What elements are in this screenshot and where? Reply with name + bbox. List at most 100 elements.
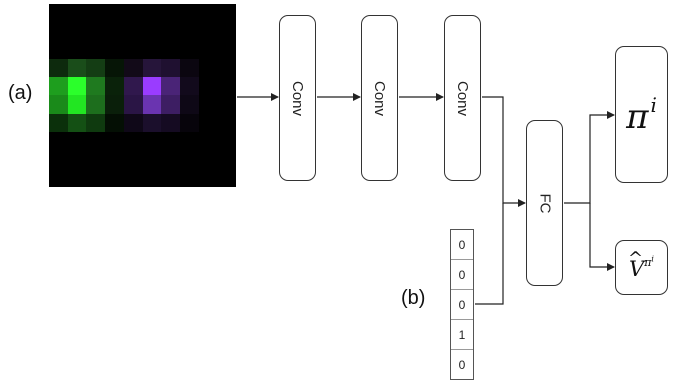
pixel-cell — [86, 58, 106, 78]
pixel-cell — [49, 150, 68, 169]
pixel-cell — [49, 40, 68, 59]
pixel-cell — [142, 132, 162, 151]
conv-layer-1: Conv — [279, 15, 316, 181]
pixel-cell — [105, 95, 124, 114]
pixel-cell — [161, 132, 180, 151]
pixel-cell — [86, 113, 106, 133]
pixel-cell — [142, 58, 162, 78]
vector-cell: 0 — [451, 290, 473, 320]
arrow-vector-to-fc — [475, 203, 504, 305]
pixel-cell — [123, 95, 143, 114]
pixel-cell — [105, 40, 124, 59]
conv-layer-1-label: Conv — [289, 80, 306, 116]
pixel-cell — [67, 22, 87, 41]
pixel-cell — [105, 132, 124, 151]
pixel-cell — [179, 22, 199, 41]
pixel-cell — [217, 150, 236, 169]
pixel-cell — [105, 150, 124, 169]
pixel-cell — [217, 168, 236, 187]
pixel-cell — [123, 4, 143, 23]
pixel-cell — [67, 4, 87, 23]
vector-cell: 1 — [451, 320, 473, 350]
pixel-cell — [161, 40, 180, 59]
pixel-cell — [123, 132, 143, 151]
pixel-cell — [105, 113, 124, 133]
observation-image — [49, 4, 236, 187]
pixel-cell — [198, 4, 218, 23]
pixel-cell — [161, 95, 180, 114]
pixel-cell — [217, 40, 236, 59]
pixel-cell — [142, 113, 162, 133]
label-a: (a) — [8, 82, 33, 104]
pixel-cell — [179, 168, 199, 187]
pixel-cell — [123, 150, 143, 169]
pixel-cell — [49, 77, 68, 96]
pixel-cell — [217, 113, 236, 133]
pixel-cell — [67, 77, 87, 96]
pixel-cell — [67, 40, 87, 59]
pixel-cell — [179, 132, 199, 151]
pixel-cell — [161, 168, 180, 187]
pixel-cell — [123, 168, 143, 187]
pixel-cell — [217, 132, 236, 151]
vector-cell: 0 — [458, 357, 466, 372]
pixel-cell — [217, 77, 236, 96]
pixel-cell — [198, 150, 218, 169]
vector-cell: 0 — [451, 230, 473, 260]
value-output: ^Vπi — [615, 240, 668, 295]
pixel-cell — [123, 113, 143, 133]
conv-layer-2-label: Conv — [371, 80, 388, 116]
vector-cell: 0 — [451, 260, 473, 290]
pixel-cell — [86, 95, 106, 114]
pixel-cell — [179, 40, 199, 59]
pixel-cell — [86, 150, 106, 169]
pixel-cell — [161, 77, 180, 96]
fc-layer-label: FC — [536, 193, 553, 213]
pixel-cell — [198, 22, 218, 41]
pixel-cell — [142, 168, 162, 187]
pixel-cell — [142, 150, 162, 169]
pixel-cell — [179, 58, 199, 78]
arrow-fc-to-value — [589, 203, 615, 271]
fc-layer: FC — [526, 120, 563, 286]
pixel-cell — [49, 95, 68, 114]
pixel-cell — [142, 95, 162, 114]
pixel-cell — [198, 132, 218, 151]
pixel-cell — [49, 4, 68, 23]
pixel-cell — [86, 168, 106, 187]
pixel-cell — [67, 150, 87, 169]
pixel-cell — [105, 22, 124, 41]
pixel-cell — [123, 77, 143, 96]
pixel-cell — [105, 58, 124, 78]
pixel-cell — [86, 22, 106, 41]
pixel-cell — [217, 22, 236, 41]
conv-layer-3-label: Conv — [454, 80, 471, 116]
pixel-cell — [179, 113, 199, 133]
pixel-cell — [161, 4, 180, 23]
pixel-cell — [161, 150, 180, 169]
pixel-cell — [123, 40, 143, 59]
pixel-cell — [86, 40, 106, 59]
pixel-cell — [105, 168, 124, 187]
pixel-cell — [123, 22, 143, 41]
pixel-cell — [142, 4, 162, 23]
pixel-cell — [161, 58, 180, 78]
pixel-cell — [217, 95, 236, 114]
pixel-cell — [179, 95, 199, 114]
pixel-cell — [67, 168, 87, 187]
pixel-cell — [123, 58, 143, 78]
pixel-cell — [86, 77, 106, 96]
pixel-cell — [142, 22, 162, 41]
pixel-cell — [198, 58, 218, 78]
pixel-cell — [161, 113, 180, 133]
pixel-cell — [217, 4, 236, 23]
pixel-cell — [49, 168, 68, 187]
pixel-cell — [198, 168, 218, 187]
pixel-cell — [161, 22, 180, 41]
pixel-cell — [198, 113, 218, 133]
pixel-cell — [217, 58, 236, 78]
pixel-cell — [67, 58, 87, 78]
pixel-cell — [179, 77, 199, 96]
pixel-cell — [67, 95, 87, 114]
